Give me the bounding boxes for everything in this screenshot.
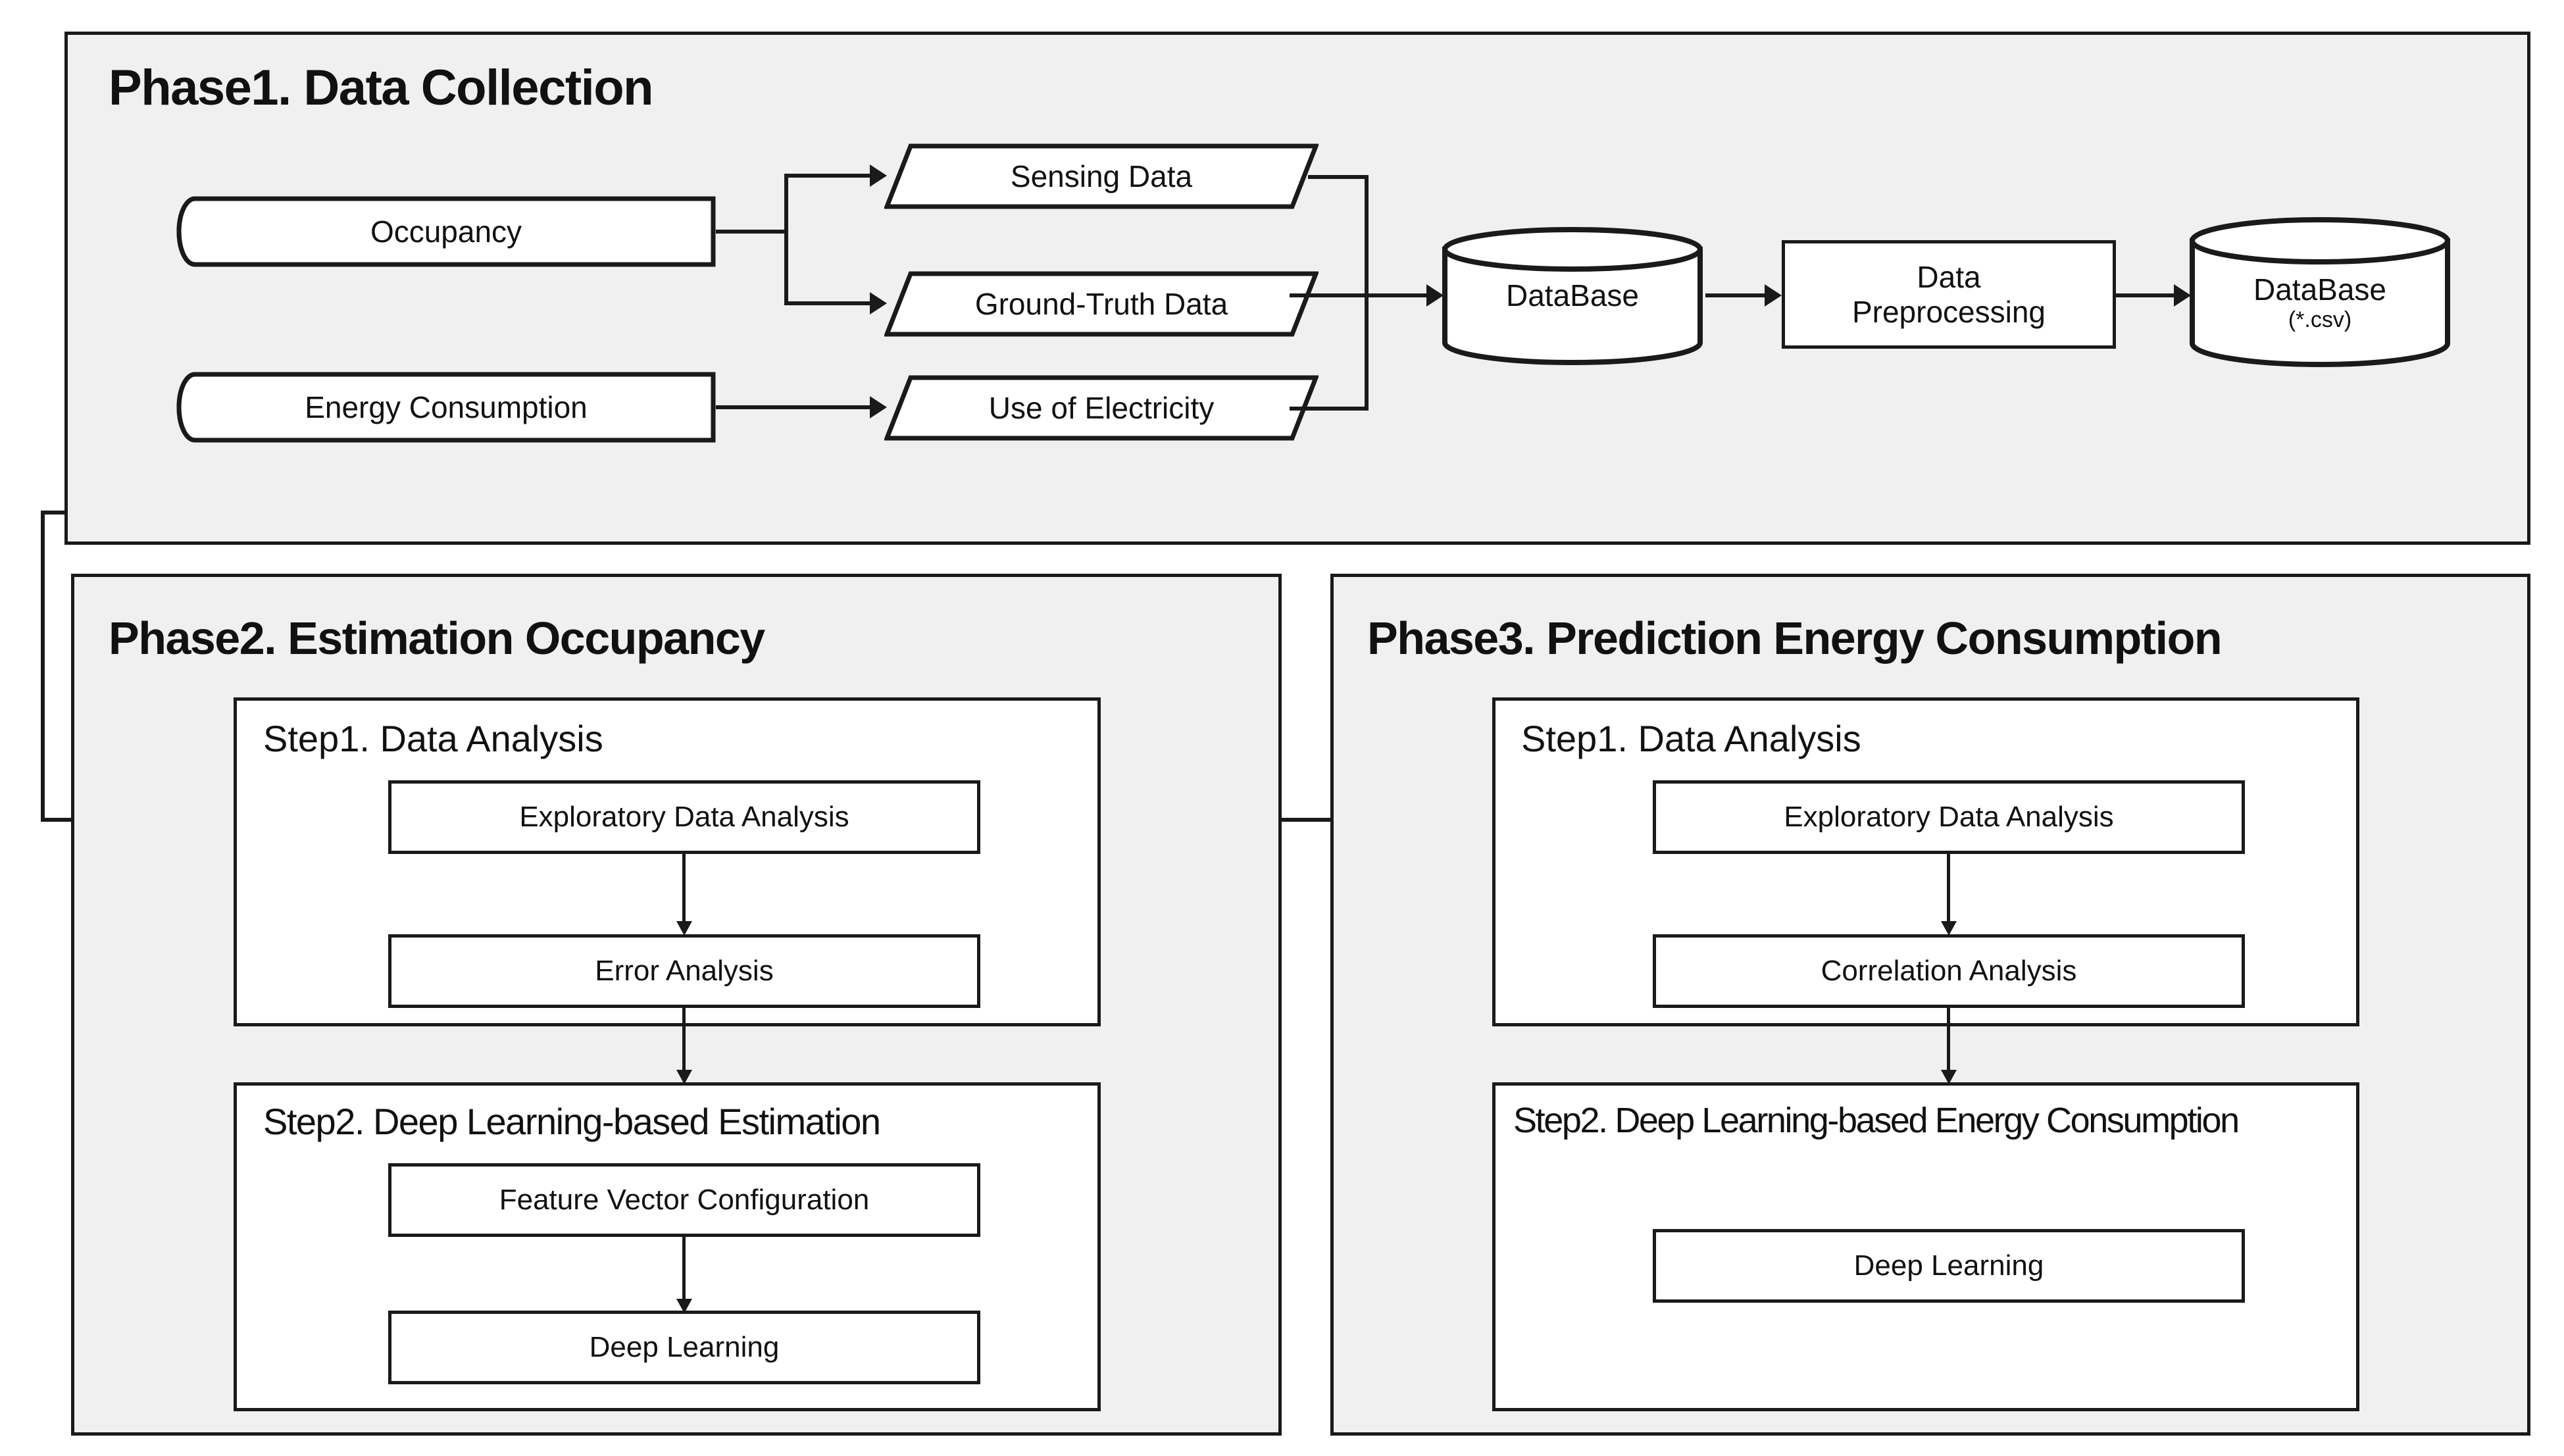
database-out-label: DataBase (*.csv): [2188, 217, 2451, 378]
phase2-node-deep-learning[interactable]: Deep Learning: [388, 1311, 980, 1384]
database-in-label: DataBase: [1441, 227, 1704, 365]
arrowhead-correlation-analysis: [1941, 921, 1957, 936]
arrowhead-phase2-deep-learning: [676, 1299, 692, 1313]
phase2-step2-title: Step2. Deep Learning-based Estimation: [263, 1101, 881, 1142]
database-out[interactable]: DataBase (*.csv): [2188, 217, 2451, 367]
source-energy-consumption[interactable]: Energy Consumption: [176, 372, 716, 443]
source-energy-consumption-label: Energy Consumption: [305, 390, 588, 424]
connector-occupancy-out: [716, 230, 788, 234]
data-ground-truth[interactable]: Ground-Truth Data: [884, 271, 1319, 337]
connector-left-rail-down: [41, 511, 45, 822]
process-data-preprocessing[interactable]: Data Preprocessing: [1782, 240, 2116, 349]
connector-sensing-right: [1308, 175, 1369, 179]
phase3-node-deep-learning[interactable]: Deep Learning: [1653, 1229, 2245, 1303]
connector-merge-to-database: [1290, 293, 1432, 297]
connector-database-to-preprocessing: [1705, 293, 1770, 297]
arrowhead-database-in: [1426, 284, 1444, 307]
connector-correlation-to-step2: [1947, 1008, 1950, 1079]
phase3-correlation-label: Correlation Analysis: [1821, 954, 2077, 987]
connector-electricity-right: [1290, 407, 1369, 411]
phase2-step1-title: Step1. Data Analysis: [263, 718, 603, 759]
connector-error-to-step2: [682, 1008, 686, 1079]
arrowhead-ground-truth-data: [870, 292, 887, 314]
database-out-subtext: (*.csv): [2288, 307, 2352, 332]
phase3-step2-title: Step2. Deep Learning-based Energy Consum…: [1513, 1101, 2240, 1140]
phase2-node-exploratory-data-analysis[interactable]: Exploratory Data Analysis: [388, 780, 980, 854]
phase2-node-feature-vector-configuration[interactable]: Feature Vector Configuration: [388, 1163, 980, 1237]
data-sensing-label: Sensing Data: [1010, 159, 1193, 193]
source-occupancy[interactable]: Occupancy: [176, 196, 716, 267]
data-sensing[interactable]: Sensing Data: [884, 143, 1319, 209]
arrowhead-sensing-data: [870, 164, 887, 187]
database-in-text: DataBase: [1505, 278, 1639, 313]
arrowhead-db-csv: [2174, 284, 2191, 307]
connector-merge-rail: [1365, 175, 1369, 409]
phase1-title: Phase1. Data Collection: [109, 60, 654, 116]
connector-occupancy-to-sensing: [784, 174, 876, 178]
phase3-node-exploratory-data-analysis[interactable]: Exploratory Data Analysis: [1653, 780, 2245, 854]
connector-eda2-to-error: [682, 854, 686, 925]
phase2-error-label: Error Analysis: [595, 954, 774, 987]
phase3-eda-label: Exploratory Data Analysis: [1784, 800, 2114, 833]
phase3-title: Phase3. Prediction Energy Consumption: [1367, 613, 2223, 664]
phase3-node-correlation-analysis[interactable]: Correlation Analysis: [1653, 934, 2245, 1008]
arrowhead-preprocessing: [1765, 284, 1782, 307]
phase2-eda-label: Exploratory Data Analysis: [519, 800, 849, 833]
data-ground-truth-label: Ground-Truth Data: [974, 287, 1228, 321]
phase2-fvc-label: Feature Vector Configuration: [499, 1183, 870, 1216]
data-use-of-electricity-label: Use of Electricity: [988, 391, 1215, 425]
process-data-preprocessing-line1: Data: [1917, 259, 1981, 294]
source-occupancy-label: Occupancy: [370, 214, 522, 249]
phase2-node-error-analysis[interactable]: Error Analysis: [388, 934, 980, 1008]
connector-energy-to-electricity: [716, 405, 876, 409]
arrowhead-phase2-step2: [676, 1070, 692, 1084]
phase3-dl-label: Deep Learning: [1853, 1249, 2044, 1282]
connector-preprocessing-to-db-csv: [2116, 293, 2179, 297]
database-in[interactable]: DataBase: [1441, 227, 1704, 365]
phase2-title: Phase2. Estimation Occupancy: [109, 613, 765, 664]
arrowhead-use-of-electricity: [870, 396, 887, 418]
arrowhead-phase3-step2: [1941, 1070, 1957, 1084]
connector-eda3-to-correlation: [1947, 854, 1950, 925]
data-use-of-electricity[interactable]: Use of Electricity: [884, 375, 1319, 441]
database-out-text: DataBase: [2253, 272, 2386, 307]
phase2-dl-label: Deep Learning: [589, 1330, 780, 1363]
arrowhead-error-analysis: [676, 921, 692, 936]
process-data-preprocessing-line2: Preprocessing: [1851, 294, 2046, 329]
connector-occupancy-to-ground-truth: [784, 301, 876, 305]
connector-occupancy-split: [784, 174, 788, 305]
connector-fvc-to-dl2: [682, 1237, 686, 1303]
phase3-step1-title: Step1. Data Analysis: [1521, 718, 1861, 759]
